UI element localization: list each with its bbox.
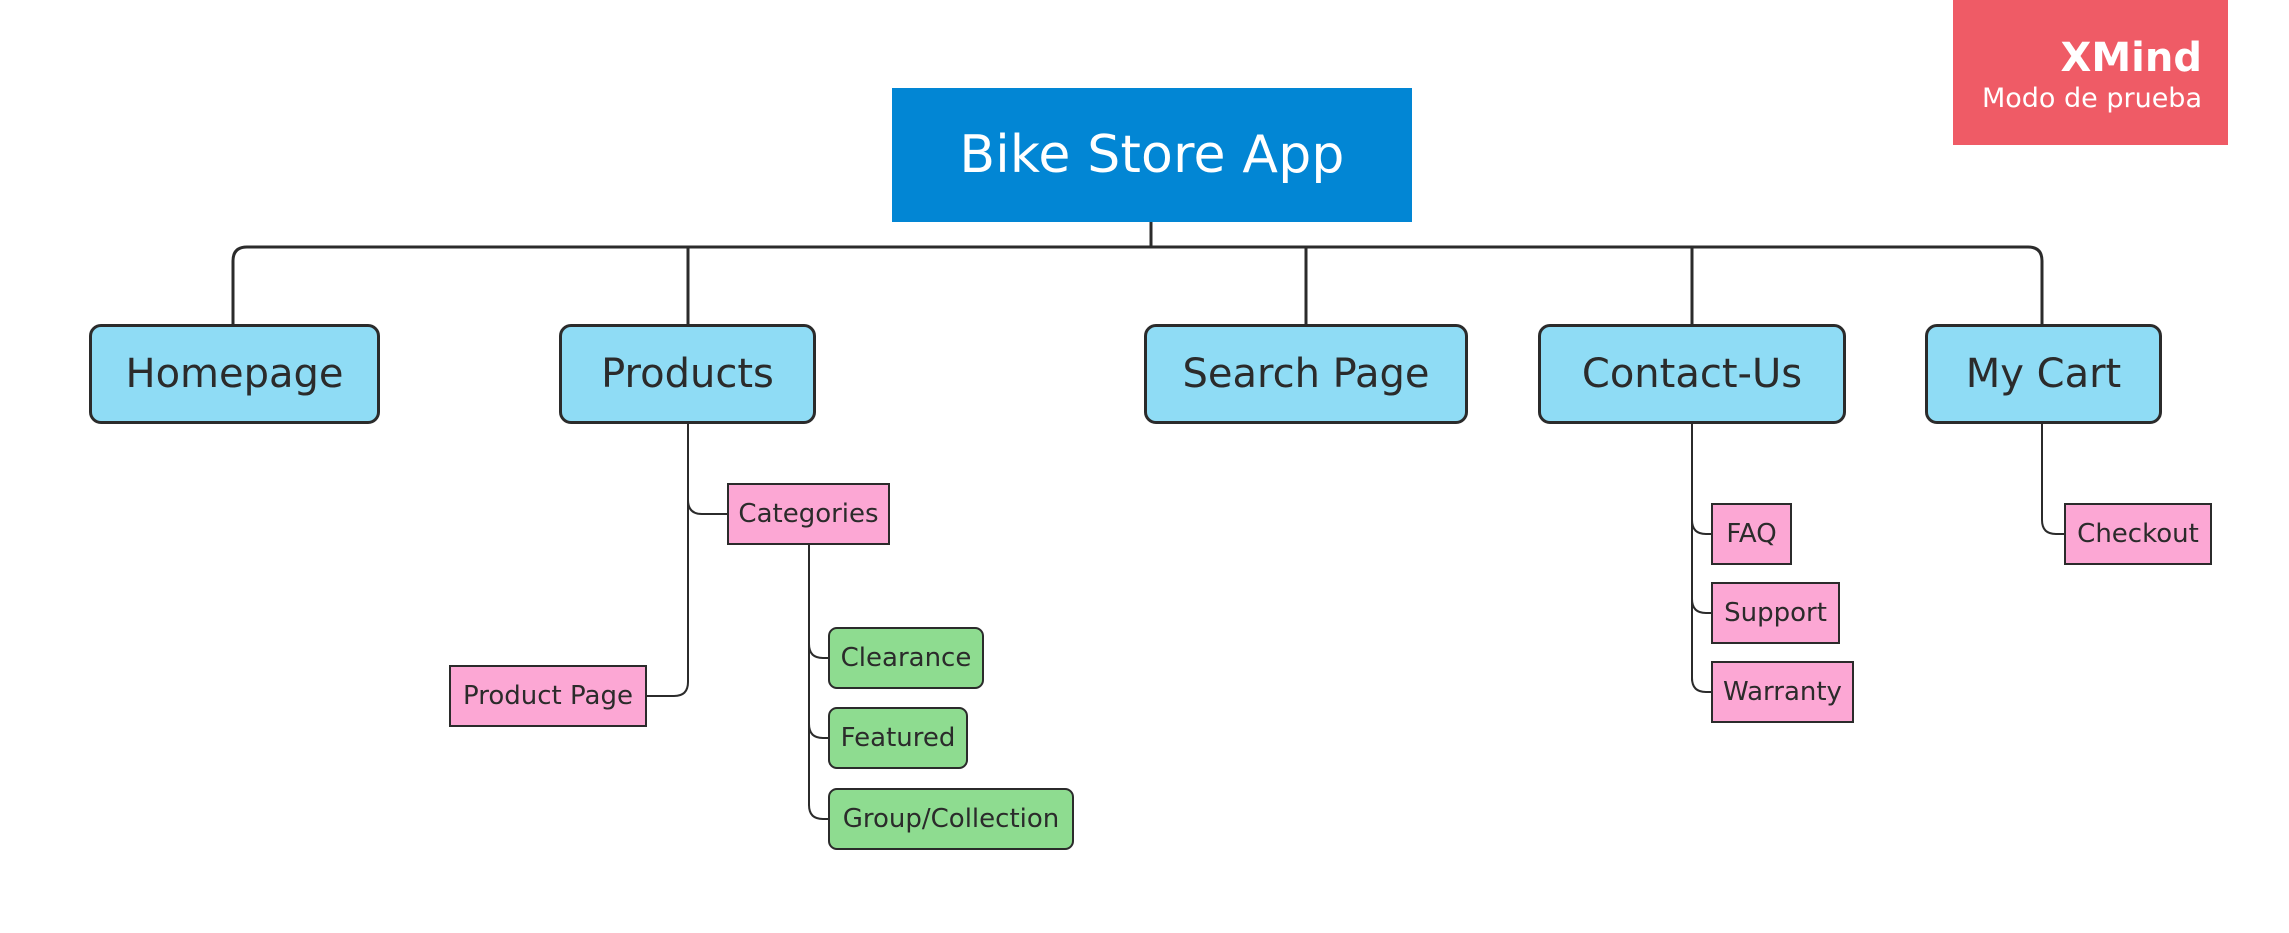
subtopic-featured[interactable]: Featured: [828, 707, 968, 769]
topic-products[interactable]: Products: [559, 324, 816, 424]
subtopic-warranty[interactable]: Warranty: [1711, 661, 1854, 723]
connector-faq: [1691, 519, 1714, 535]
connector-checkout: [2041, 423, 2067, 535]
topic-search-page[interactable]: Search Page: [1144, 324, 1468, 424]
topic-contact-us[interactable]: Contact-Us: [1538, 324, 1846, 424]
connector-clearance: [808, 643, 831, 659]
central-topic[interactable]: Bike Store App: [892, 88, 1412, 222]
connector-categories: [687, 499, 730, 515]
watermark-title: XMind: [2060, 35, 2202, 81]
connector-bus: [231, 245, 2044, 326]
connector-featured: [808, 723, 831, 739]
connector-products-spine: [646, 423, 689, 697]
subtopic-clearance[interactable]: Clearance: [828, 627, 984, 689]
subtopic-checkout[interactable]: Checkout: [2064, 503, 2212, 565]
connector-warranty: [1691, 677, 1714, 693]
connector-group-collection: [808, 804, 831, 820]
connector-support: [1691, 598, 1714, 614]
subtopic-product-page[interactable]: Product Page: [449, 665, 647, 727]
watermark-subtitle: Modo de prueba: [1981, 83, 2202, 114]
topic-my-cart[interactable]: My Cart: [1925, 324, 2162, 424]
trial-watermark: XMind Modo de prueba: [1953, 0, 2228, 145]
subtopic-categories[interactable]: Categories: [727, 483, 890, 545]
topic-homepage[interactable]: Homepage: [89, 324, 380, 424]
subtopic-group-collection[interactable]: Group/Collection: [828, 788, 1074, 850]
subtopic-support[interactable]: Support: [1711, 582, 1840, 644]
subtopic-faq[interactable]: FAQ: [1711, 503, 1792, 565]
